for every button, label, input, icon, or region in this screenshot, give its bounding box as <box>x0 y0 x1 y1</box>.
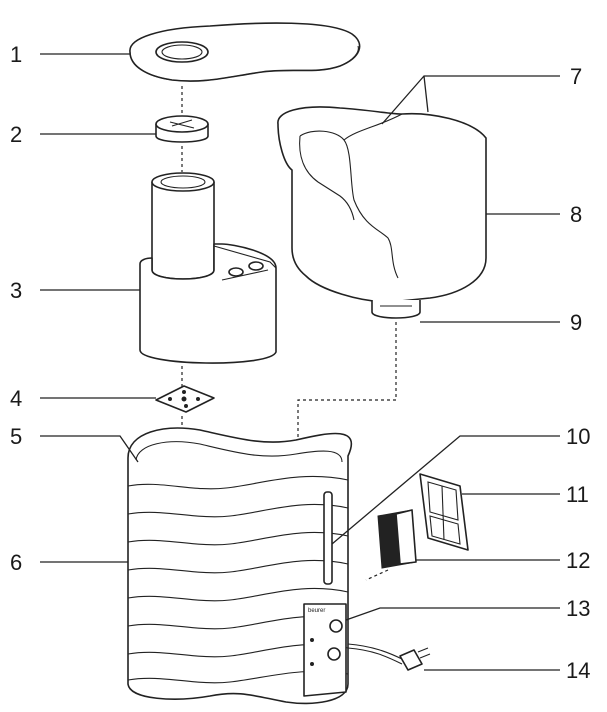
cap-illustration <box>155 115 209 143</box>
label-9: 9 <box>570 310 582 335</box>
control-knob-upper <box>329 619 343 633</box>
filter-pad-illustration <box>377 509 417 569</box>
label-6: 6 <box>10 550 22 575</box>
label-11: 11 <box>566 482 589 507</box>
filter-cartridge-illustration <box>419 473 469 551</box>
label-13: 13 <box>566 596 590 621</box>
control-knob-lower <box>327 647 341 661</box>
water-tank-illustration <box>277 106 487 319</box>
label-5: 5 <box>10 424 22 449</box>
brand-text: beurer <box>308 608 325 614</box>
mist-unit-illustration <box>139 172 277 364</box>
label-8: 8 <box>570 202 582 227</box>
part-number-labels: 1 2 3 4 5 6 7 8 9 10 11 12 13 14 <box>10 42 590 683</box>
label-7: 7 <box>570 64 582 89</box>
label-3: 3 <box>10 278 22 303</box>
power-plug-illustration <box>347 643 431 671</box>
label-12: 12 <box>566 548 590 573</box>
label-1: 1 <box>10 42 22 67</box>
leader-lines <box>40 53 560 671</box>
label-4: 4 <box>10 386 22 411</box>
membrane-disk-illustration <box>155 385 215 413</box>
label-2: 2 <box>10 122 22 147</box>
label-14: 14 <box>566 658 590 683</box>
base-housing-illustration: beurer <box>127 427 353 705</box>
label-10: 10 <box>566 424 590 449</box>
top-cover-illustration <box>129 22 361 82</box>
